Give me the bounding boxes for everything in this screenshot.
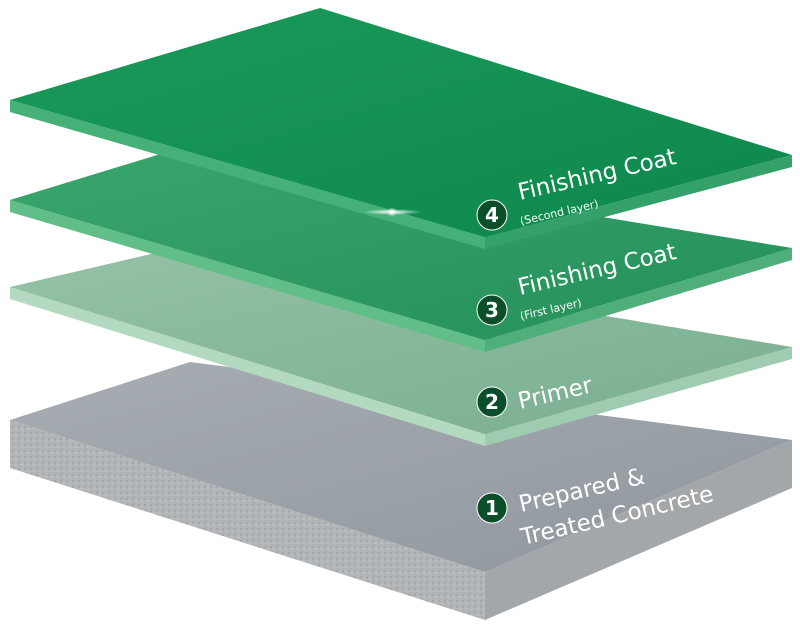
coat2-right-side <box>485 155 792 249</box>
concrete-right-side <box>485 440 792 620</box>
badge-2-number: 2 <box>485 390 499 414</box>
coat1-left-side <box>10 200 485 352</box>
layer-finishing-coat-2 <box>10 8 792 249</box>
layer-finishing-coat-1 <box>10 148 792 352</box>
coat1-top <box>10 148 792 340</box>
concrete-top <box>10 362 792 572</box>
badge-4 <box>476 199 508 231</box>
sparkle-core <box>387 207 397 217</box>
primer-top <box>10 246 792 434</box>
primer-left-side <box>10 287 485 446</box>
layer-concrete <box>10 362 792 620</box>
badge-1 <box>476 492 508 524</box>
concrete-left-side <box>10 420 485 620</box>
primer-right-side <box>485 347 792 446</box>
coat1-right-side <box>485 248 792 352</box>
badge-4-number: 4 <box>485 203 499 227</box>
badge-3-number: 3 <box>485 298 499 322</box>
badge-2 <box>476 386 508 418</box>
badge-1-number: 1 <box>485 496 499 520</box>
coat2-top <box>10 8 792 237</box>
badge-3 <box>476 294 508 326</box>
layer-primer <box>10 246 792 446</box>
